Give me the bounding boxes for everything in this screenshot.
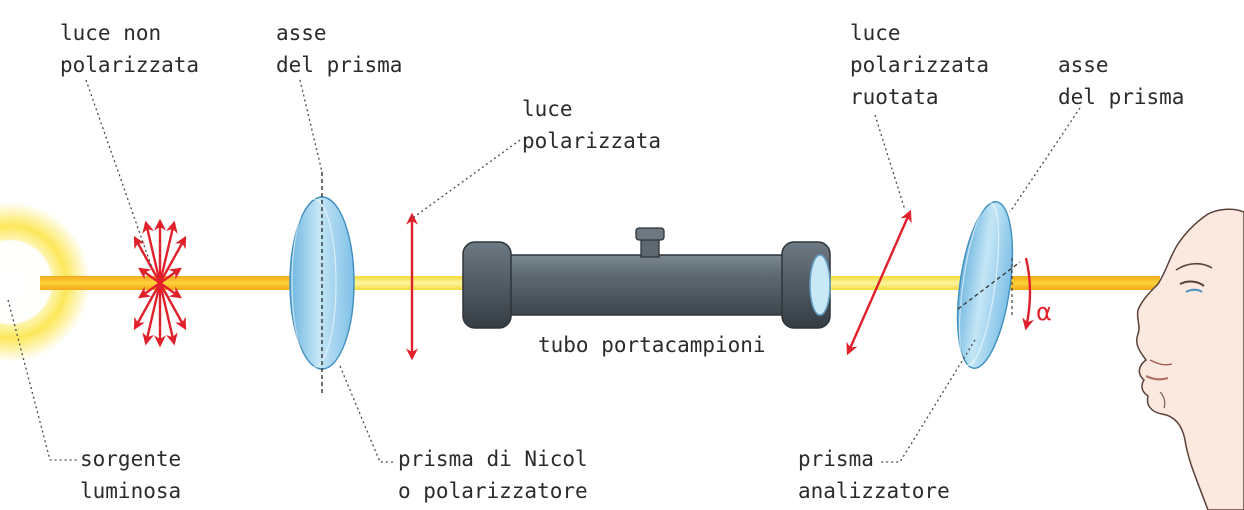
label-nicol-prism: prisma di Nicol o polarizzatore <box>398 447 588 503</box>
svg-text:polarizzata: polarizzata <box>522 129 661 153</box>
unpolarized-light-rays <box>133 218 187 348</box>
label-polarized-light: luce polarizzata <box>522 97 661 153</box>
svg-text:luce: luce <box>850 21 901 45</box>
label-light-source: sorgente luminosa <box>80 447 181 503</box>
svg-text:analizzatore: analizzatore <box>798 479 950 503</box>
leader-lines <box>7 79 1081 463</box>
svg-text:del prisma: del prisma <box>276 53 402 77</box>
svg-text:polarizzata: polarizzata <box>850 53 989 77</box>
svg-text:asse: asse <box>1058 53 1109 77</box>
analyzer-prism <box>956 201 1014 369</box>
label-analyzer-prism: prisma analizzatore <box>798 447 950 503</box>
observer-face <box>1135 208 1244 510</box>
rotation-angle-arc <box>1022 257 1034 331</box>
label-prism-axis-left: asse del prisma <box>276 21 402 77</box>
svg-text:del prisma: del prisma <box>1058 85 1184 109</box>
svg-text:prisma di Nicol: prisma di Nicol <box>398 447 588 471</box>
svg-text:ruotata: ruotata <box>850 85 939 109</box>
svg-text:asse: asse <box>276 21 327 45</box>
label-prism-axis-right: asse del prisma <box>1058 53 1184 109</box>
svg-text:sorgente: sorgente <box>80 447 181 471</box>
sample-tube <box>462 227 831 329</box>
rotated-polarized-light-arrow <box>846 209 912 356</box>
svg-text:prisma: prisma <box>798 447 874 471</box>
svg-text:luminosa: luminosa <box>80 479 181 503</box>
label-sample-tube: tubo portacampioni <box>538 333 766 357</box>
label-unpolarized-light: luce non polarizzata <box>60 21 199 77</box>
svg-text:polarizzata: polarizzata <box>60 53 199 77</box>
svg-text:luce: luce <box>522 97 573 121</box>
svg-text:o polarizzatore: o polarizzatore <box>398 479 588 503</box>
rotation-angle-label: α <box>1036 298 1052 326</box>
label-rotated-polarized-light: luce polarizzata ruotata <box>850 21 989 109</box>
prism-axis-right-line <box>957 261 1021 310</box>
svg-text:luce non: luce non <box>60 21 161 45</box>
